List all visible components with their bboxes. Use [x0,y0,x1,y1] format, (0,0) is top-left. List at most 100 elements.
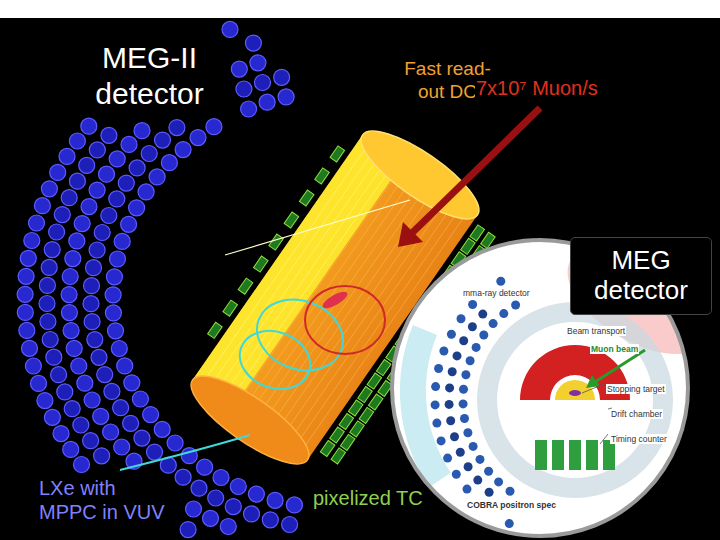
mppc-dot [225,499,241,515]
pmt-dot [484,467,493,476]
mppc-dot [46,349,62,365]
timing-counter [569,440,581,470]
beam-rate-label: 7x10⁷ Muon/s [475,76,599,100]
mppc-dot [40,314,56,330]
mppc-dot [101,208,117,224]
mppc-dot [73,417,89,433]
mppc-dot [129,200,145,216]
mppc-dot [222,21,238,37]
mppc-dot [81,199,97,215]
mppc-dot [169,120,185,136]
pmt-dot [494,477,503,486]
mppc-dot [34,198,50,214]
positron-track [232,321,319,398]
mppc-dot [39,296,55,312]
mppc-dot [74,216,90,232]
mppc-dot [190,130,206,146]
tc-pixel [330,427,345,443]
pmt-dot [450,432,459,441]
part-label: Beam transport [566,326,626,336]
pmt-dot [468,322,477,331]
mppc-dot [101,127,117,143]
mppc-dot [44,409,60,425]
mppc-dot [50,164,66,180]
part-label: Stopping target [606,378,666,396]
mppc-dot [241,101,257,117]
mppc-dot [24,233,40,249]
pmt-dot [448,367,457,376]
mppc-dot [89,142,105,158]
mppc-dot [134,123,150,139]
tc-pixel [238,278,253,294]
drift-chamber-end [180,362,320,478]
positron-track [305,286,385,354]
mppc-dot [20,250,36,266]
mppc-dot [31,375,47,391]
mppc-dot [105,287,121,303]
tc-pixel [223,300,238,316]
mppc-dot [286,497,302,513]
mppc-dot [104,383,120,399]
mppc-dot [17,286,33,302]
mppc-dot [203,510,219,526]
muon-beam-arrowhead [586,375,600,388]
gamma-detector-shell [413,330,440,480]
tc-pixel [330,146,345,162]
pmt-dot [485,488,494,497]
mppc-dot [114,233,130,249]
mppc-dot [93,408,109,424]
mppc-dot [86,260,102,276]
pmt-dot [431,400,440,409]
part-label: pixelized TC [312,486,424,510]
mppc-dot [111,341,127,357]
part-label: LXe with MPPC in VUV [38,476,173,524]
mppc-dot [61,190,77,206]
mppc-dot [220,519,236,535]
mppc-dot [113,400,129,416]
pmt-dot [511,301,520,310]
mppc-dot [106,269,122,285]
pmt-dot [472,343,481,352]
cobra-magnet [487,312,663,488]
part-label: pixelized TC [312,486,424,510]
mppc-dot [53,426,69,442]
pmt-dot [447,330,456,339]
part-label: Drift chamber [610,409,663,419]
mppc-dot [94,225,110,241]
mppc-dot [109,191,125,207]
positron-track [120,435,250,470]
mppc-dot [255,75,271,91]
mppc-dot [69,233,85,249]
mppc-dot [84,314,100,330]
tc-pixel [284,212,299,228]
mppc-dot [79,157,95,173]
mppc-dot [19,322,35,338]
pmt-dot [506,487,515,496]
mppc-dot [51,367,67,383]
pmt-dot [446,416,455,425]
pmt-dot [434,364,443,373]
tc-pixel [359,407,374,423]
mppc-dot [91,349,107,365]
pmt-dot [476,455,485,464]
timing-counter [586,440,598,470]
mppc-dot [155,132,171,148]
mppc-dot [97,367,113,383]
lxe-photosensors [17,21,302,537]
mppc-dot [77,375,93,391]
mppc-dot [143,407,159,423]
pmt-dot [460,414,469,423]
part-label: LXe with MPPC in VUV [38,476,173,524]
part-label: mma-ray detector [462,282,531,300]
mppc-dot [69,133,85,149]
mppc-dot [61,287,77,303]
tc-pixel [376,360,391,376]
mppc-dot [37,393,53,409]
mppc-dot [206,119,222,135]
tc-pixel [299,190,314,206]
pmt-dot [459,385,468,394]
detector-title: MEG-II detector [72,40,227,112]
pmt-dot [453,351,462,360]
mppc-dot [83,433,99,449]
detector-title: MEG-II detector [72,40,227,112]
